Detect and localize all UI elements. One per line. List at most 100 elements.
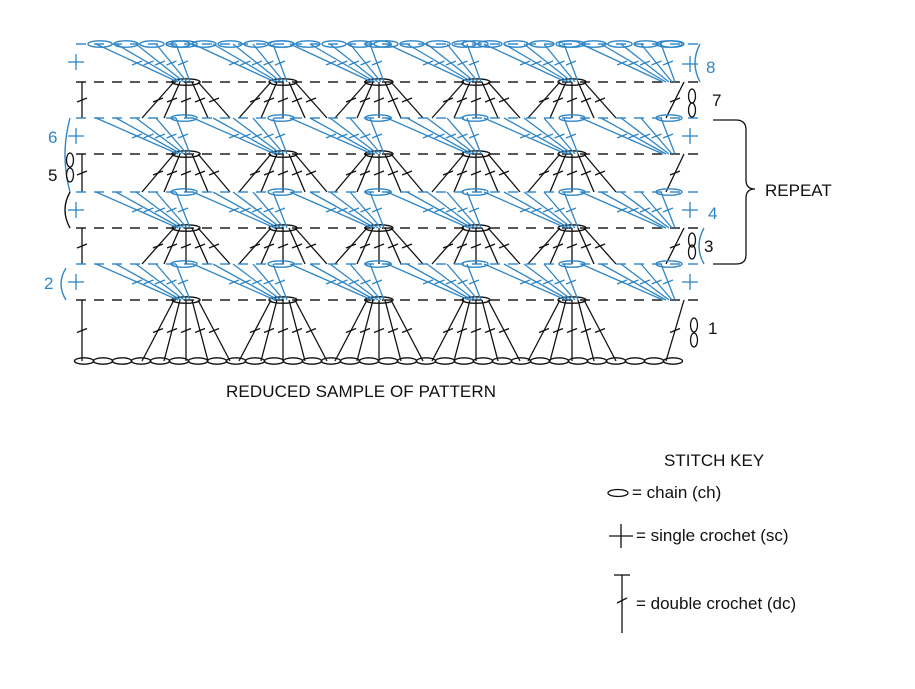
double-crochet-bar xyxy=(166,279,177,285)
double-crochet-bar xyxy=(371,207,383,213)
double-crochet-bar xyxy=(154,60,166,66)
turning-chain-link xyxy=(65,152,75,168)
double-crochet-bar xyxy=(498,243,510,249)
repeat-label: REPEAT xyxy=(765,181,832,200)
chain-stitch xyxy=(558,260,586,268)
key-row-chain: = chain (ch) xyxy=(606,483,721,503)
chain-stitch xyxy=(295,40,321,48)
double-crochet-bar xyxy=(468,207,480,213)
double-crochet-bar xyxy=(662,279,674,285)
double-crochet-bar xyxy=(359,327,371,334)
double-crochet-bar xyxy=(445,133,457,139)
double-crochet-bar xyxy=(628,207,639,213)
double-crochet-bar xyxy=(434,60,445,66)
double-crochet-bar xyxy=(263,170,275,176)
double-crochet-bar xyxy=(305,243,317,249)
double-crochet-bar xyxy=(360,60,371,66)
double-crochet-bar xyxy=(348,60,360,66)
double-crochet-bar xyxy=(277,243,289,249)
double-crochet-bar xyxy=(401,170,413,176)
double-crochet-bar xyxy=(305,97,317,103)
double-crochet-bar xyxy=(76,97,88,103)
chain-stitch xyxy=(461,260,489,268)
double-crochet-bar xyxy=(194,170,206,176)
double-crochet-bar xyxy=(208,170,220,176)
double-crochet-bar xyxy=(552,243,564,249)
double-crochet-bar xyxy=(277,327,289,334)
double-crochet-bar xyxy=(180,327,192,334)
chain-stitch xyxy=(586,357,608,365)
double-crochet-bar xyxy=(263,207,274,213)
double-crochet-bar xyxy=(249,170,261,176)
double-crochet-bar xyxy=(566,97,578,103)
chain-stitch xyxy=(170,260,198,268)
chain-stitch xyxy=(425,40,451,48)
double-crochet-bar xyxy=(628,133,639,139)
double-crochet-bar xyxy=(240,279,251,285)
chain-stitch xyxy=(377,357,399,365)
double-crochet-bar xyxy=(387,97,399,103)
double-crochet-bar xyxy=(166,207,177,213)
turning-chains-layer xyxy=(60,43,705,348)
chain-stitch xyxy=(347,40,373,48)
double-crochet-bar xyxy=(360,207,371,213)
double-crochet-bar xyxy=(594,170,606,176)
chain-stitch xyxy=(170,114,198,122)
turning-chain-link xyxy=(689,332,699,348)
double-crochet-bar xyxy=(457,207,468,213)
double-crochet-bar xyxy=(470,327,482,334)
double-crochet-bar xyxy=(373,170,385,176)
double-crochet-bar xyxy=(639,60,651,66)
double-crochet-bar xyxy=(208,243,220,249)
double-crochet-bar xyxy=(669,97,681,103)
double-crochet-bar xyxy=(76,327,88,334)
double-crochet-bar xyxy=(554,60,565,66)
double-crochet-bar xyxy=(263,97,275,103)
double-crochet-bar xyxy=(152,243,164,249)
double-crochet-bar xyxy=(387,327,399,334)
double-crochet-bar xyxy=(177,133,189,139)
double-crochet-bar xyxy=(240,133,251,139)
chain-stitch xyxy=(358,357,380,365)
double-crochet-bar xyxy=(552,97,564,103)
double-crochet-bar xyxy=(373,243,385,249)
double-crochet-bar xyxy=(401,327,413,334)
chain-stitch xyxy=(643,357,665,365)
chain-stitch xyxy=(655,260,683,268)
double-crochet-bar xyxy=(498,97,510,103)
double-crochet-bar xyxy=(445,207,457,213)
double-crochet-icon xyxy=(614,574,630,633)
double-crochet-bar xyxy=(143,207,154,213)
double-crochet-bar xyxy=(401,97,413,103)
double-crochet-bar xyxy=(348,279,360,285)
double-crochet-bar xyxy=(669,170,681,176)
double-crochet-bar xyxy=(457,60,468,66)
chain-stitch xyxy=(111,357,133,365)
double-crochet-bar xyxy=(251,60,263,66)
chain-stitch xyxy=(399,40,425,48)
double-crochet-bar xyxy=(152,97,164,103)
double-crochet-bar xyxy=(445,60,457,66)
chain-stitch xyxy=(321,40,347,48)
double-crochet-bar xyxy=(519,60,531,66)
double-crochet-bar xyxy=(143,60,154,66)
chain-stitch xyxy=(92,357,114,365)
double-crochet-bar xyxy=(274,279,286,285)
double-crochet-bar xyxy=(131,207,143,213)
double-crochet-bar xyxy=(251,279,263,285)
double-crochet-bar xyxy=(360,133,371,139)
chain-stitch xyxy=(529,357,551,365)
key-text-single-crochet: = single crochet (sc) xyxy=(636,526,789,545)
chain-stitch xyxy=(187,357,209,365)
double-crochet-bar xyxy=(538,243,550,249)
double-crochet-bar xyxy=(76,243,88,249)
double-crochet-bar xyxy=(131,279,143,285)
diagram-caption: REDUCED SAMPLE OF PATTERN xyxy=(226,382,497,401)
chain-stitch xyxy=(87,40,113,48)
turning-chain-link xyxy=(689,317,699,333)
repeat-bracket xyxy=(713,119,756,265)
chain-stitch xyxy=(451,40,477,48)
double-crochet-bar xyxy=(519,207,531,213)
double-crochet-bar xyxy=(456,97,468,103)
double-crochet-bar xyxy=(542,60,554,66)
